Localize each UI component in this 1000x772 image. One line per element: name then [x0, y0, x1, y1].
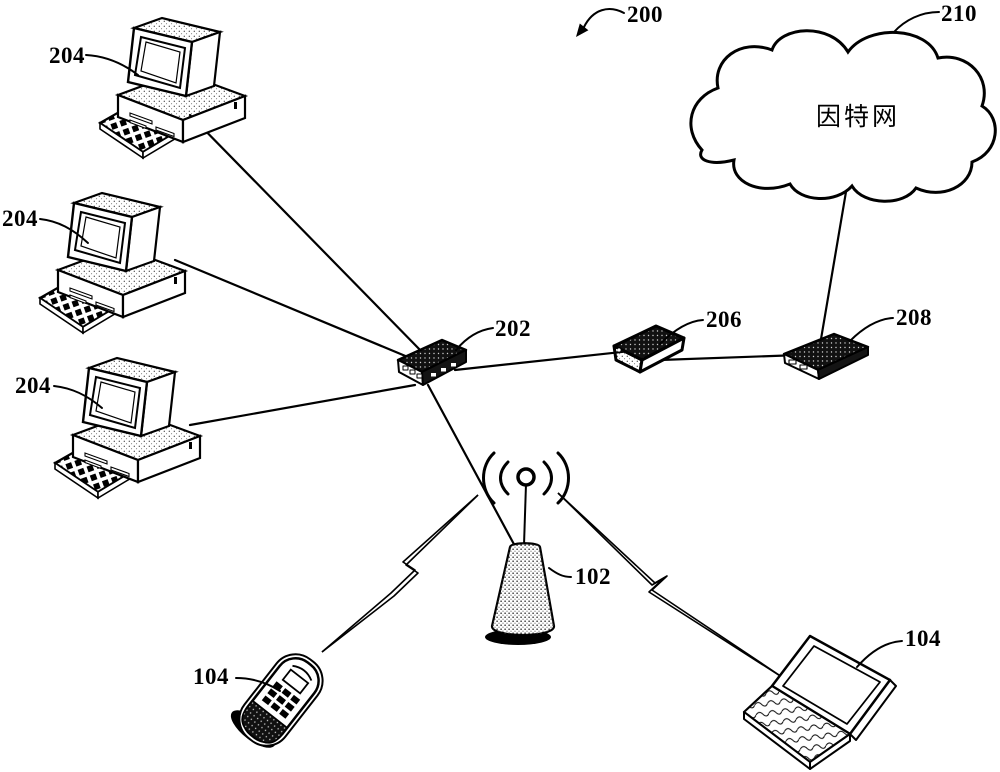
leader-210 — [893, 11, 940, 33]
desktop-computer-mid-icon — [38, 191, 187, 335]
laptop-icon — [742, 634, 897, 770]
desktop-computer-top-icon — [98, 16, 247, 160]
link-switch-basestation — [426, 383, 518, 550]
radio-wave-arcs — [482, 451, 570, 505]
system-ref-arrow — [576, 8, 625, 37]
base-station-icon — [482, 451, 570, 645]
wireless-links — [321, 492, 789, 682]
link-computer-bottom-switch — [188, 383, 417, 427]
link-computer-top-switch — [188, 113, 427, 357]
gateway-icon — [782, 332, 870, 380]
link-modem-gateway — [658, 353, 802, 362]
leader-202 — [455, 327, 494, 351]
link-computer-mid-switch — [173, 258, 417, 362]
wireless-link-laptop-bolt — [557, 492, 789, 682]
leader-208 — [849, 317, 894, 342]
link-gateway-cloud — [818, 178, 850, 347]
modem-icon — [612, 324, 686, 374]
internet-cloud — [689, 29, 997, 203]
antenna-tip-icon — [516, 467, 536, 487]
leader-lines — [39, 8, 940, 692]
leader-204-mid — [39, 218, 89, 244]
leader-104-laptop — [856, 640, 903, 668]
network-switch-icon — [396, 338, 468, 386]
leader-206 — [659, 319, 704, 345]
link-switch-modem — [453, 348, 642, 372]
leader-204-top — [85, 54, 139, 76]
mobile-phone-icon — [230, 653, 324, 748]
wired-links — [173, 113, 850, 550]
wireless-link-phone-bolt — [321, 494, 479, 653]
leader-104-phone — [235, 677, 281, 692]
desktop-computer-bottom-icon — [53, 356, 202, 500]
leader-102 — [548, 567, 572, 578]
leader-204-bottom — [53, 385, 103, 409]
